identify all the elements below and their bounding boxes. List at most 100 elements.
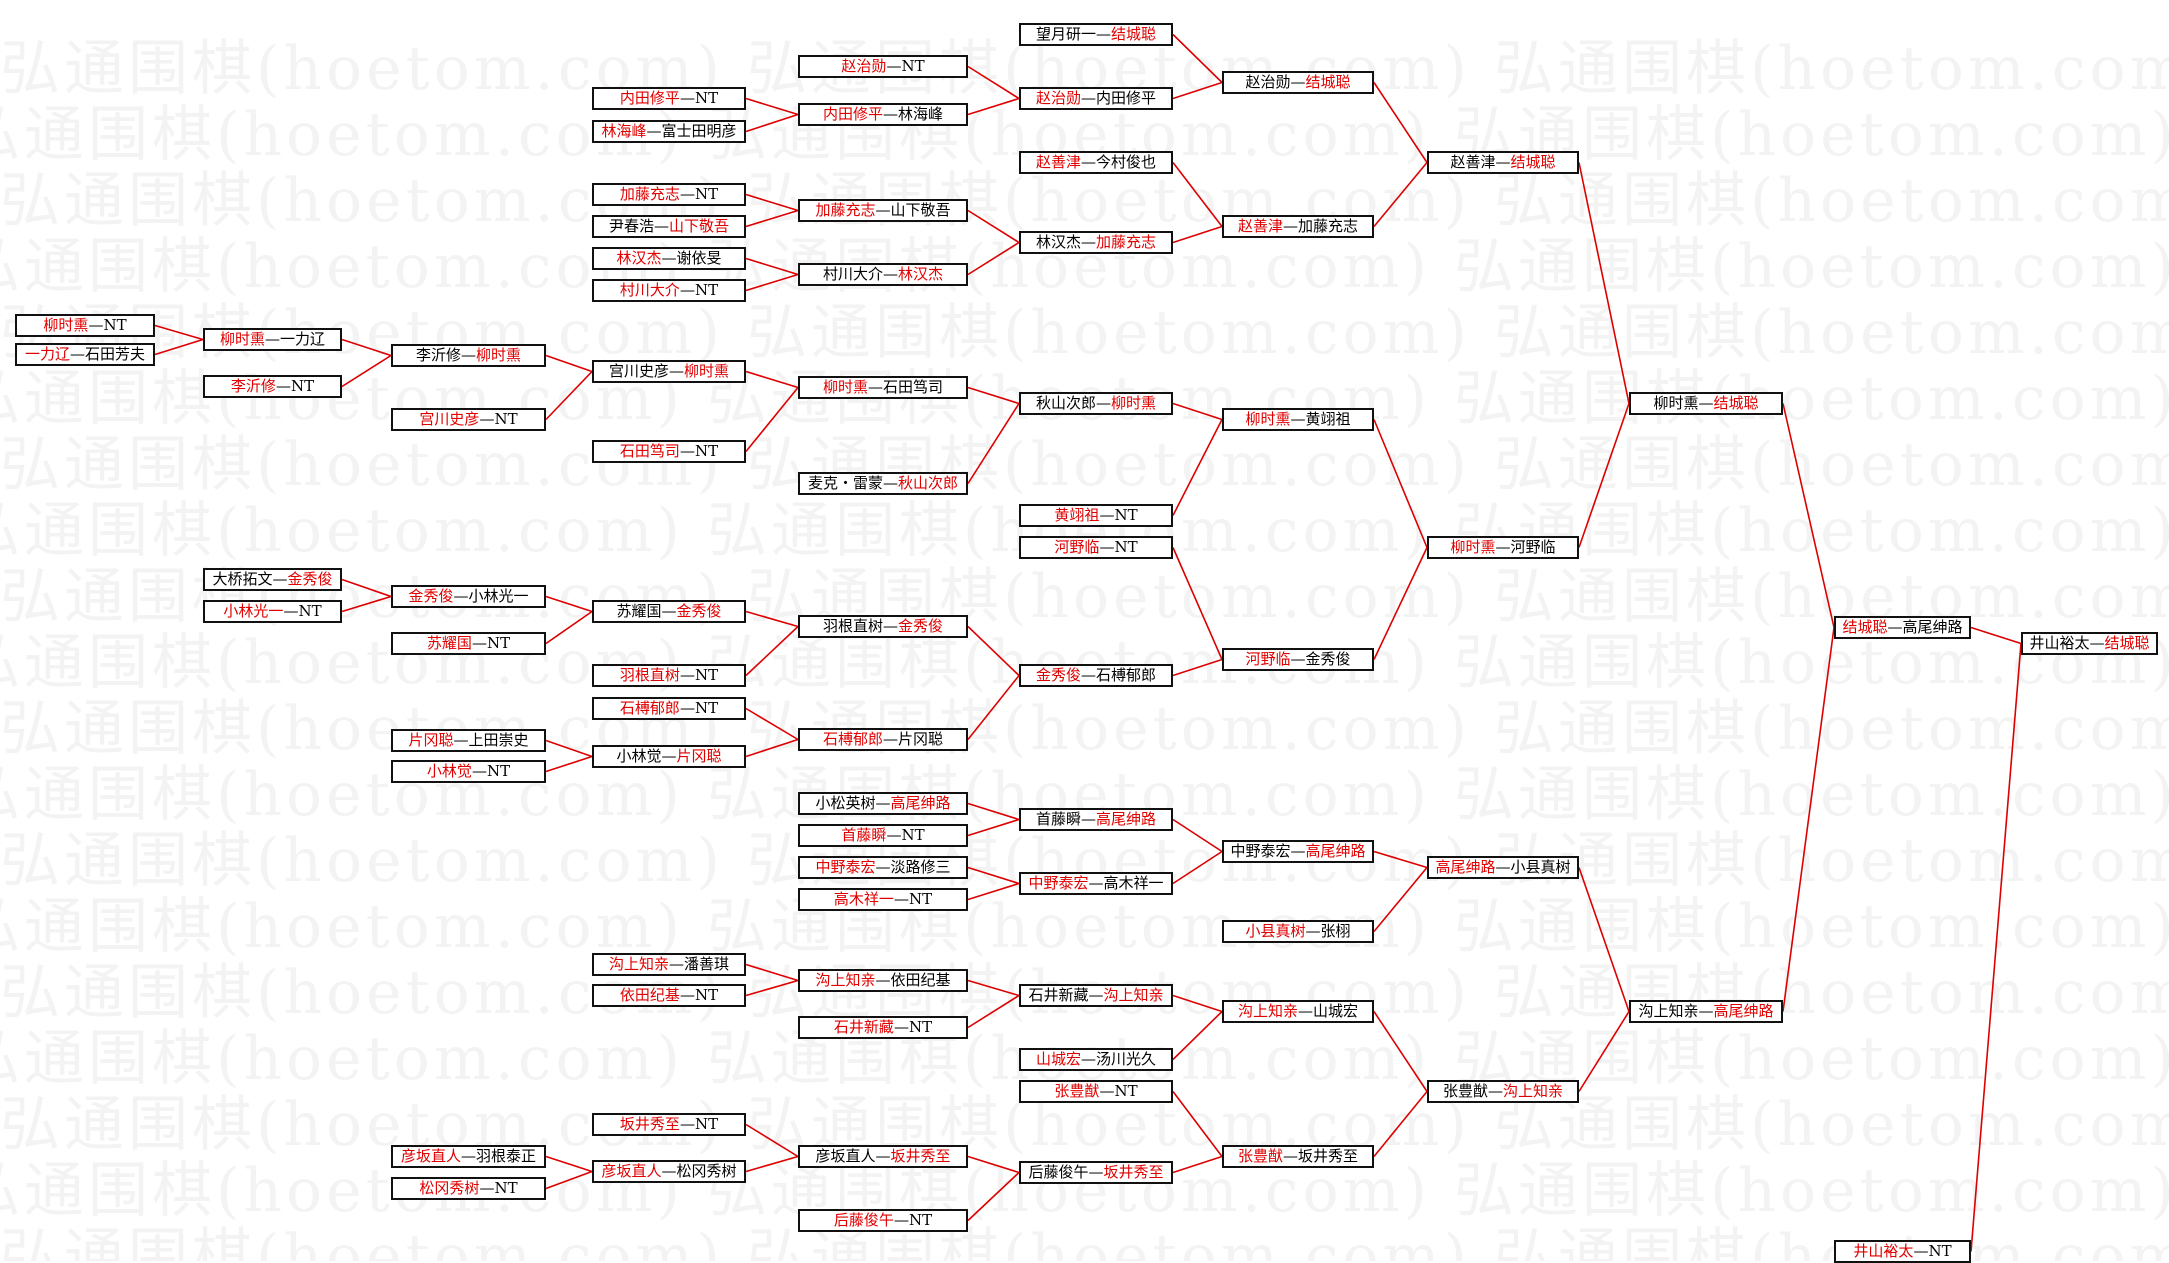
player-name: 中野泰宏 [815,858,876,876]
match-box: 石榑郁郎—片冈聪 [798,728,968,751]
bracket-connector [1373,161,1428,228]
player-name: 坂井秀至 [890,1147,951,1165]
match-box: 小松英树—高尾绅路 [798,792,968,815]
separator: — [1088,1163,1104,1181]
separator: — [1495,858,1511,876]
player-name: 李沂修 [230,377,276,395]
player-name: 今村俊也 [1096,153,1157,171]
match-box: 赵治勋—内田修平 [1019,87,1173,110]
bracket-connector [1578,162,1630,404]
match-box: 加藤充志—山下敬吾 [798,199,968,222]
separator: — [2089,634,2105,652]
match-box: 小林觉—NT [391,760,546,783]
player-name: 沟上知亲 [1638,1002,1699,1020]
separator: — [679,666,695,684]
player-name: 石田笃司 [883,378,944,396]
bracket-connector [1172,402,1223,421]
player-name: 赵治勋 [841,57,887,75]
separator: — [1698,1002,1714,1020]
separator: — [883,730,898,748]
player-name: 富士田明彦 [661,122,737,140]
match-box: 石田笃司—NT [592,440,746,463]
bracket-connector [745,193,799,212]
bracket-connector [1172,81,1223,100]
match-box: 大桥拓文—金秀俊 [203,568,342,591]
match-box: 山城宏—汤川光久 [1019,1048,1173,1071]
bracket-connector [745,707,799,741]
bracket-connector [745,963,799,982]
player-name: 林海峰 [601,122,647,140]
player-name: 高尾绅路 [1305,842,1366,860]
player-name: 石榑郁郎 [822,730,883,748]
player-name: 张豊猷 [1237,1147,1283,1165]
player-name: 张豊猷 [1054,1082,1100,1100]
separator: — [646,122,662,140]
bracket-connector [545,610,593,645]
bracket-connector [967,802,1020,821]
player-name: 中野泰宏 [1028,874,1089,892]
player-name: 苏耀国 [616,602,662,620]
bracket-connector [1373,82,1428,163]
player-name: 小林觉 [426,762,472,780]
bracket-connector [545,370,593,421]
match-box: 沟上知亲—山城宏 [1222,1000,1374,1023]
player-name: 羽根直树 [822,617,883,635]
match-box: 内田修平—林海峰 [798,103,968,126]
player-name: NT [103,316,127,334]
bracket-connector [967,675,1020,740]
separator: — [1305,922,1321,940]
match-box: 中野泰宏—高木祥一 [1019,872,1173,895]
match-box: 小林光一—NT [203,600,342,623]
player-name: 结城聪 [2104,634,2150,652]
separator: — [679,89,695,107]
player-name: NT [1114,1082,1138,1100]
player-name: 依田纪基 [619,986,680,1004]
player-name: 结城聪 [1510,153,1556,171]
bracket-connector [745,113,799,133]
bracket-connector [341,354,392,388]
separator: — [1298,1002,1313,1020]
separator: — [679,185,695,203]
match-box: 小林觉—片冈聪 [592,745,746,768]
player-name: 沟上知亲 [608,955,669,973]
match-box: 柳时熏—NT [15,314,155,337]
player-name: 小林觉 [616,747,662,765]
player-name: NT [901,57,925,75]
bracket-connector [1172,1010,1223,1061]
bracket-connector [1172,225,1223,244]
bracket-connector [967,625,1020,677]
player-name: 林汉杰 [898,265,944,283]
match-box: 坂井秀至—NT [592,1113,746,1136]
match-box: 后藤俊午—NT [798,1209,968,1232]
bracket-connector [1373,866,1428,933]
bracket-connector [745,273,799,292]
player-name: 内田修平 [619,89,680,107]
match-box: 一力辽—石田芳夫 [15,343,155,366]
match-box: 沟上知亲—潘善琪 [592,953,746,976]
separator: — [661,747,677,765]
bracket-connector [545,595,593,613]
player-name: 山城宏 [1035,1050,1081,1068]
match-box: 石井新藏—沟上知亲 [1019,984,1173,1007]
player-name: 谢依旻 [676,249,722,267]
player-name: 张栩 [1320,922,1351,940]
bracket-connector [745,625,799,677]
player-name: 柳时熏 [822,378,868,396]
player-name: 金秀俊 [408,587,454,605]
player-name: 彦坂直人 [400,1147,461,1165]
player-name: NT [1114,538,1138,556]
separator: — [893,890,909,908]
bracket-connector [154,324,204,341]
player-name: 赵治勋 [1035,89,1081,107]
player-name: 结城聪 [1842,618,1888,636]
separator: — [875,794,891,812]
player-name: 尹春浩 [608,217,654,235]
separator: — [1099,506,1115,524]
player-name: 加藤充志 [1096,233,1157,251]
player-name: 山城宏 [1313,1002,1359,1020]
bracket-connector [967,1171,1020,1222]
player-name: 村川大介 [822,265,883,283]
bracket-connector [1578,867,1630,1012]
separator: — [1081,1050,1096,1068]
